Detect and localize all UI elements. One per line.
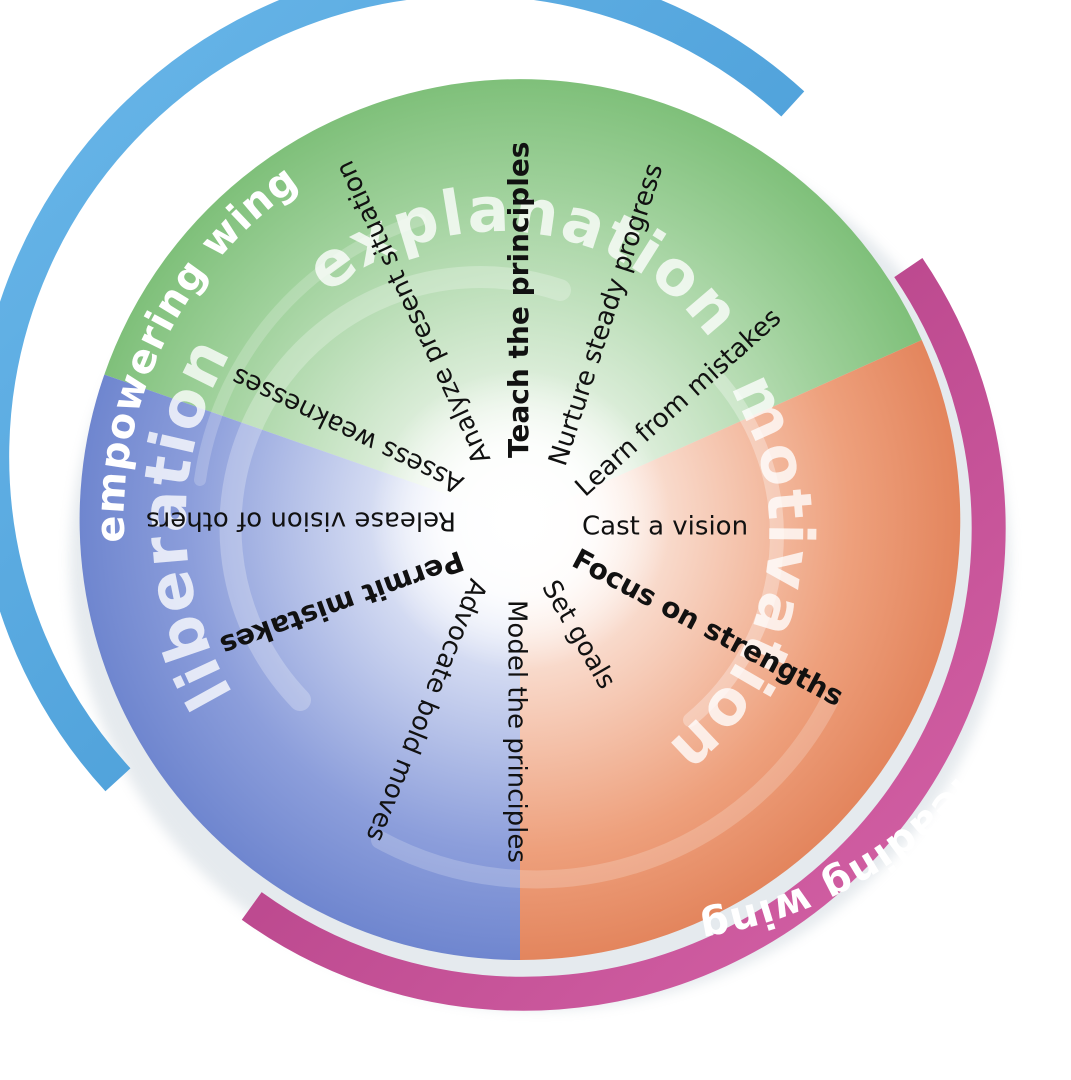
segment-explanation — [104, 79, 922, 521]
spoke-teach-the-principles: Teach the principles — [502, 142, 535, 458]
spoke-cast-a-vision: Cast a vision — [582, 512, 748, 542]
empowering-wing-arc — [0, 0, 805, 792]
swirl-highlights — [194, 214, 839, 889]
center-glow — [370, 370, 670, 670]
spoke-release-vision-of-others: Release vision of others — [146, 506, 456, 536]
leading-wing-arc — [241, 257, 1006, 1011]
spoke-model-the-principles: Model the principles — [502, 600, 532, 863]
